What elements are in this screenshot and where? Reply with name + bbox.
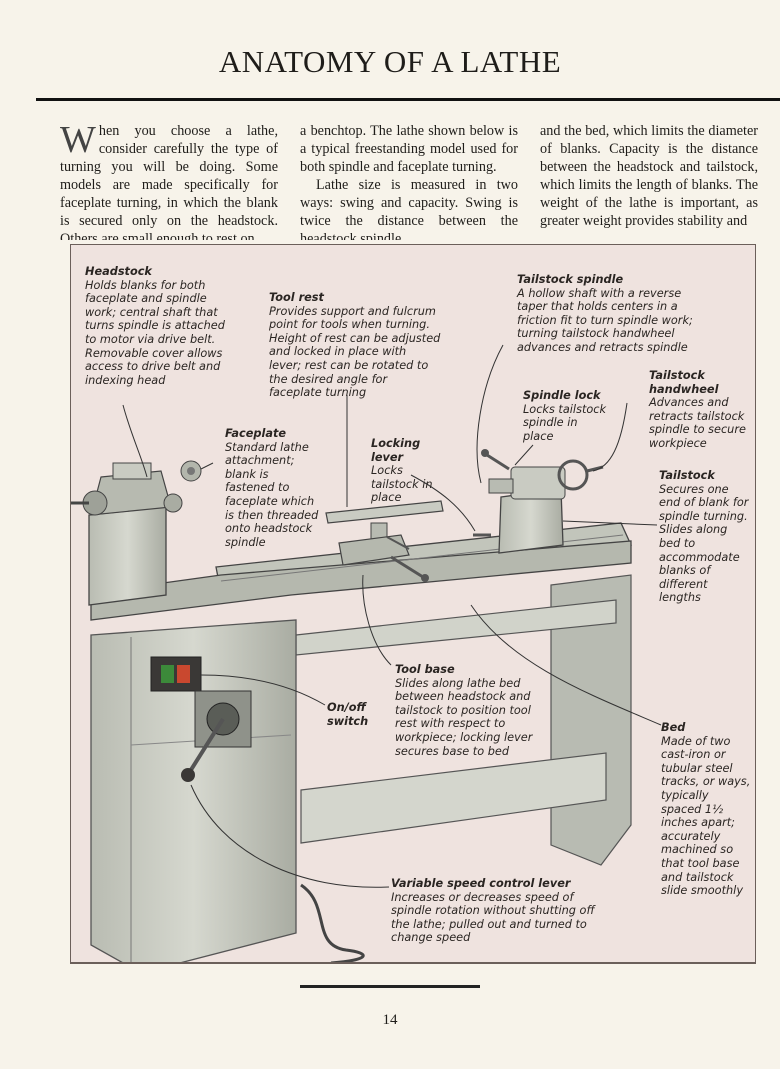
tailstock-handwheel[interactable]: [557, 459, 589, 491]
tailstock-spindle: [488, 478, 514, 494]
text-column-2: a benchtop. The lathe shown below is a t…: [300, 122, 518, 240]
spindle-lock[interactable]: [486, 453, 510, 471]
switch-red-button[interactable]: [177, 665, 190, 683]
column-2-paragraph-2: Lathe size is measured in two ways: swin…: [300, 177, 518, 240]
power-cord: [300, 883, 365, 963]
text-column-3: and the bed, which limits the diameter o…: [540, 122, 758, 240]
label-tailstock-handwheel: Tailstock handwheel Advances and retract…: [649, 369, 746, 450]
tool-rest: [325, 500, 444, 524]
lower-shelf: [300, 752, 607, 844]
label-on-off-switch: On/off switch: [327, 701, 369, 728]
footer-rule: [300, 985, 480, 988]
page-number: 14: [382, 1012, 398, 1028]
header-rule: [36, 98, 780, 101]
column-1-text: hen you choose a lathe, consider careful…: [60, 123, 278, 240]
page-title: ANATOMY OF A LATHE: [218, 44, 562, 79]
label-locking-lever: Locking lever Locks tailstock in place: [371, 437, 433, 505]
label-tailstock-spindle: Tailstock spindle A hollow shaft with a …: [517, 273, 693, 354]
label-tool-rest: Tool rest Provides support and fulcrum p…: [269, 291, 441, 400]
lathe-figure: Headstock Holds blanks for both faceplat…: [70, 244, 756, 964]
label-headstock: Headstock Holds blanks for both faceplat…: [85, 265, 225, 387]
drop-cap: W: [60, 122, 96, 161]
headstock: [88, 506, 167, 606]
switch-green-button[interactable]: [161, 665, 174, 683]
label-bed: Bed Made of two cast-iron or tubular ste…: [661, 721, 751, 898]
figure-bottom-border: [70, 962, 756, 963]
label-faceplate: Faceplate Standard lathe attachment; bla…: [225, 427, 319, 549]
lathe-illustration: [71, 344, 662, 963]
label-tool-base: Tool base Slides along lathe bed between…: [395, 663, 533, 758]
leader-lines: [122, 344, 662, 888]
label-tailstock: Tailstock Secures one end of blank for s…: [659, 469, 749, 605]
column-2-paragraph-1: a benchtop. The lathe shown below is a t…: [300, 123, 518, 175]
on-off-switch[interactable]: [150, 656, 202, 692]
column-3-text: and the bed, which limits the diameter o…: [540, 123, 758, 229]
speed-lever[interactable]: [187, 717, 225, 775]
label-spindle-lock: Spindle lock Locks tailstock spindle in …: [523, 389, 607, 443]
label-variable-speed-control-lever: Variable speed control lever Increases o…: [391, 877, 595, 945]
